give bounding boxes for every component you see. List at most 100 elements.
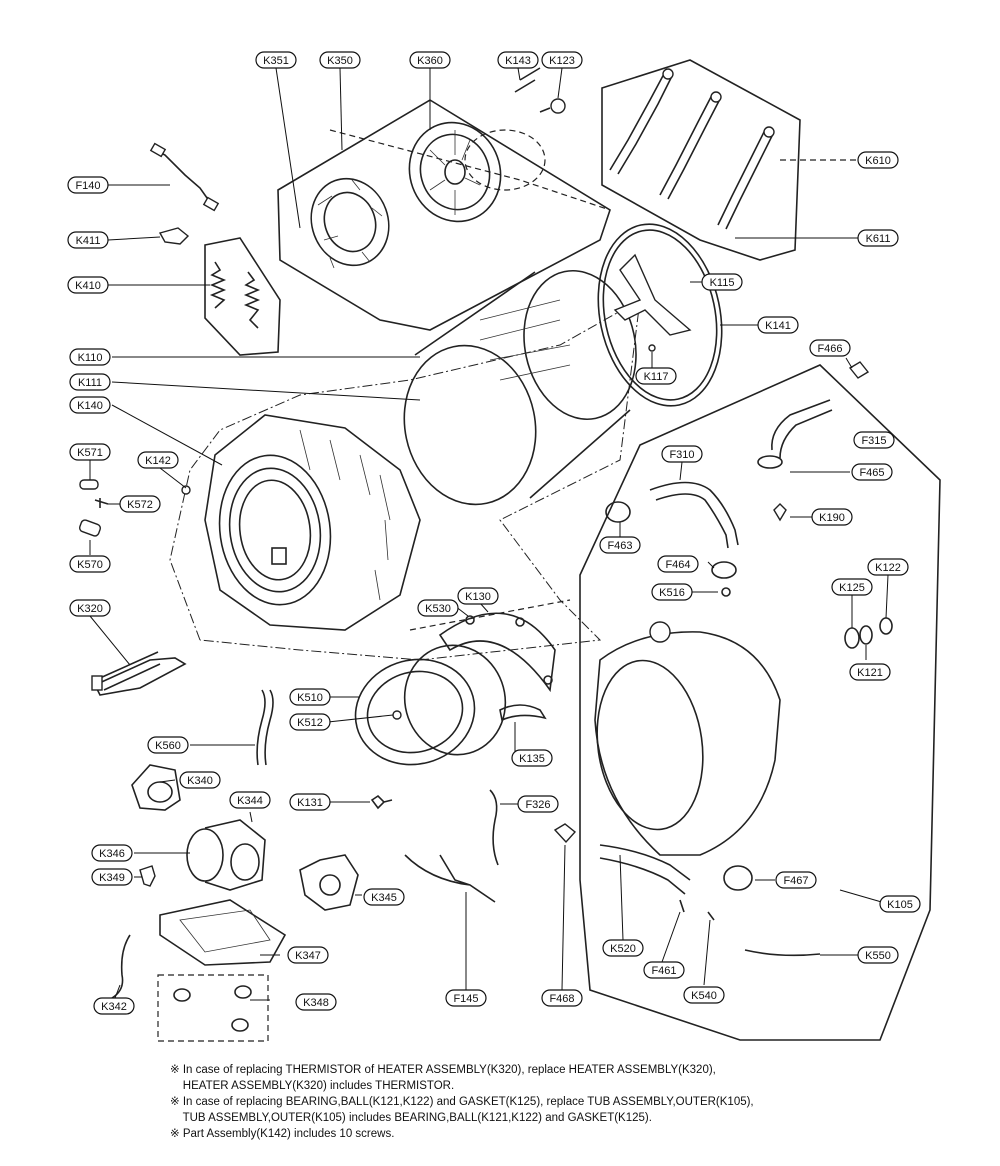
- part-label-k346: K346: [91, 844, 133, 862]
- part-label-k123: K123: [541, 51, 583, 69]
- spring-parts: [209, 261, 261, 329]
- part-label-f140: F140: [67, 176, 109, 194]
- part-label-f310: F310: [661, 445, 703, 463]
- part-label-box: [137, 451, 179, 469]
- spider-part: [597, 223, 723, 407]
- part-label-text: F140: [75, 180, 100, 192]
- part-label-k571: K571: [69, 443, 111, 461]
- part-label-box: [457, 587, 499, 605]
- part-label-text: F310: [669, 449, 694, 461]
- note-line: HEATER ASSEMBLY(K320) includes THERMISTO…: [170, 1080, 455, 1092]
- part-label-k540: K540: [683, 986, 725, 1004]
- part-label-text: K122: [875, 562, 901, 574]
- part-label-k141: K141: [757, 316, 799, 334]
- part-label-text: F463: [607, 540, 632, 552]
- part-label-k347: K347: [287, 946, 329, 964]
- clip-f468: [553, 823, 577, 844]
- part-label-text: K344: [237, 795, 263, 807]
- part-label-text: K550: [865, 950, 891, 962]
- part-label-box: [599, 536, 641, 554]
- part-label-text: K512: [297, 717, 323, 729]
- part-label-k117: K117: [635, 367, 677, 385]
- part-label-box: [363, 888, 405, 906]
- part-label-box: [91, 868, 133, 886]
- part-label-text: K410: [75, 280, 101, 292]
- part-label-k550: K550: [857, 946, 899, 964]
- part-label-text: K117: [644, 371, 669, 383]
- stator-part: [310, 177, 390, 269]
- part-label-box: [809, 339, 851, 357]
- part-label-k348: K348: [295, 993, 337, 1011]
- part-label-k105: K105: [879, 895, 921, 913]
- note-line: ※ In case of replacing THERMISTOR of HEA…: [170, 1064, 716, 1076]
- part-label-k411: K411: [67, 231, 109, 249]
- part-label-text: K610: [865, 155, 891, 167]
- part-label-box: [683, 986, 725, 1004]
- part-label-k131: K131: [289, 793, 331, 811]
- part-label-text: K350: [327, 55, 353, 67]
- part-label-text: K571: [77, 447, 103, 459]
- part-label-text: K572: [127, 499, 153, 511]
- part-label-text: K342: [101, 1001, 127, 1013]
- part-label-box: [69, 555, 111, 573]
- part-label-text: K347: [295, 950, 321, 962]
- part-label-text: K130: [465, 591, 491, 603]
- part-label-k190: K190: [811, 508, 853, 526]
- tub-back-bracket: [409, 599, 571, 722]
- part-label-box: [289, 793, 331, 811]
- part-label-box: [69, 443, 111, 461]
- part-label-box: [851, 463, 893, 481]
- part-label-box: [831, 578, 873, 596]
- part-label-k344: K344: [229, 791, 271, 809]
- part-label-text: K348: [303, 997, 329, 1009]
- part-label-f468: F468: [541, 989, 583, 1007]
- part-label-k560: K560: [147, 736, 189, 754]
- part-label-text: F326: [525, 799, 550, 811]
- rotor-part: [408, 121, 546, 223]
- part-label-text: K611: [866, 233, 891, 245]
- part-label-text: K125: [839, 582, 865, 594]
- part-label-k360: K360: [409, 51, 451, 69]
- part-label-box: [69, 599, 111, 617]
- part-label-text: F464: [665, 559, 690, 571]
- part-label-k611: K611: [857, 229, 899, 247]
- note-line: TUB ASSEMBLY,OUTER(K105) includes BEARIN…: [170, 1112, 652, 1124]
- part-label-f464: F464: [657, 555, 699, 573]
- part-label-box: [93, 997, 135, 1015]
- small-fasteners: [78, 479, 191, 537]
- notes-block: ※ In case of replacing THERMISTOR of HEA…: [170, 1062, 970, 1142]
- part-label-k342: K342: [93, 997, 135, 1015]
- outer-tub-part: [594, 621, 781, 856]
- part-label-k350: K350: [319, 51, 361, 69]
- spring-group-outline: [204, 237, 281, 356]
- part-label-text: F466: [817, 343, 842, 355]
- part-label-box: [853, 431, 895, 449]
- part-label-text: K143: [505, 55, 531, 67]
- parts-drawing: [78, 67, 893, 1032]
- part-label-box: [517, 795, 559, 813]
- part-label-box: [69, 373, 111, 391]
- part-label-text: K360: [417, 55, 443, 67]
- part-label-k115: K115: [701, 273, 743, 291]
- part-label-text: K351: [263, 55, 289, 67]
- part-label-f466: F466: [809, 339, 851, 357]
- group-outlines: [157, 59, 941, 1042]
- part-label-text: K411: [76, 235, 101, 247]
- screw-k131: [370, 794, 393, 810]
- part-label-k111: K111: [69, 373, 111, 391]
- part-label-text: K516: [659, 587, 685, 599]
- part-label-text: F145: [453, 993, 478, 1005]
- filter-parts: [173, 985, 252, 1032]
- part-label-box: [811, 508, 853, 526]
- part-label-box: [511, 749, 553, 767]
- part-label-k320: K320: [69, 599, 111, 617]
- part-label-text: K320: [77, 603, 103, 615]
- part-label-f465: F465: [851, 463, 893, 481]
- part-label-text: K140: [77, 400, 103, 412]
- part-label-k520: K520: [602, 939, 644, 957]
- part-label-k142: K142: [137, 451, 179, 469]
- part-label-text: K349: [99, 872, 125, 884]
- part-label-box: [319, 51, 361, 69]
